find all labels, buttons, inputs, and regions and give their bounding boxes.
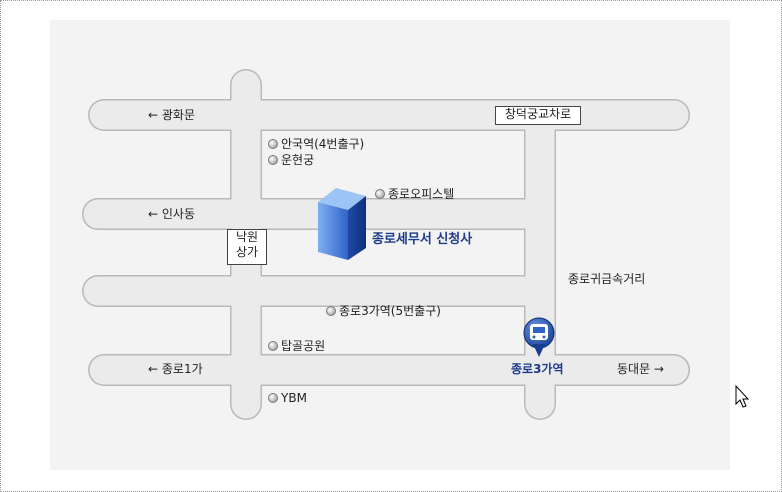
place-label: 탑골공원 xyxy=(281,339,326,353)
bus-stop-pin xyxy=(523,317,555,357)
road-label-dongdaemun: 동대문 → xyxy=(617,362,664,376)
mouse-cursor xyxy=(735,384,750,408)
place-label: 종로오피스텔 xyxy=(388,187,455,201)
poi-marker-icon xyxy=(268,139,278,149)
place-label: 안국역(4번출구) xyxy=(281,137,365,151)
target-building xyxy=(318,188,366,260)
place-label: 종로3가역(5번출구) xyxy=(339,304,441,318)
bus-stop-label: 종로3가역 xyxy=(511,362,564,376)
place-unhyeongung: 운현궁 xyxy=(268,153,314,167)
place-label: YBM xyxy=(281,391,307,405)
poi-marker-icon xyxy=(375,189,385,199)
road-label-insadong: ← 인사동 xyxy=(148,207,195,221)
nakwon-arcade-box: 낙원 상가 xyxy=(227,229,267,265)
poi-marker-icon xyxy=(326,306,336,316)
place-ybm: YBM xyxy=(268,391,307,405)
place-label: 운현궁 xyxy=(281,153,315,167)
place-anguk-station: 안국역(4번출구) xyxy=(268,137,364,151)
map-panel xyxy=(50,20,730,470)
target-building-label: 종로세무서 신청사 xyxy=(372,232,473,247)
place-jongno3-exit5: 종로3가역(5번출구) xyxy=(326,304,441,318)
poi-marker-icon xyxy=(268,393,278,403)
nakwon-label-line2: 상가 xyxy=(235,245,259,259)
road-label-changdeokgung: 창덕궁교차로 xyxy=(495,106,581,125)
place-jongno-officetel: 종로오피스텔 xyxy=(375,187,454,201)
road-label-gwanghwamun: ← 광화문 xyxy=(148,108,195,122)
street-label-jewelry: 종로귀금속거리 xyxy=(568,272,646,286)
road-label-jongno1ga: ← 종로1가 xyxy=(148,362,203,376)
poi-marker-icon xyxy=(268,341,278,351)
poi-marker-icon xyxy=(268,155,278,165)
nakwon-label-line1: 낙원 xyxy=(235,230,259,244)
place-tapgol-park: 탑골공원 xyxy=(268,339,325,353)
